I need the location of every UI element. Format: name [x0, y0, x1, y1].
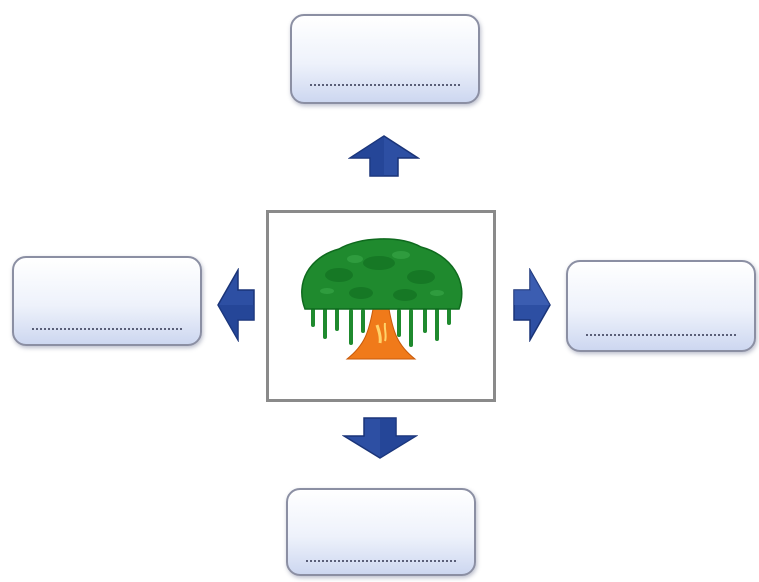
- bottom-answer-dotted-line: [306, 560, 456, 562]
- right-answer-dotted-line: [586, 334, 736, 336]
- left-answer-box[interactable]: [12, 256, 202, 346]
- right-answer-box[interactable]: [566, 260, 756, 352]
- arrow-left-icon: [217, 268, 255, 342]
- banyan-tree-icon: [301, 238, 463, 360]
- arrow-up-icon: [348, 135, 420, 177]
- arrow-down-icon: [342, 417, 418, 459]
- bottom-answer-box[interactable]: [286, 488, 476, 576]
- arrow-right-icon: [513, 268, 551, 342]
- top-answer-dotted-line: [310, 84, 460, 86]
- left-answer-dotted-line: [32, 328, 182, 330]
- top-answer-box[interactable]: [290, 14, 480, 104]
- center-image-frame: [266, 210, 496, 402]
